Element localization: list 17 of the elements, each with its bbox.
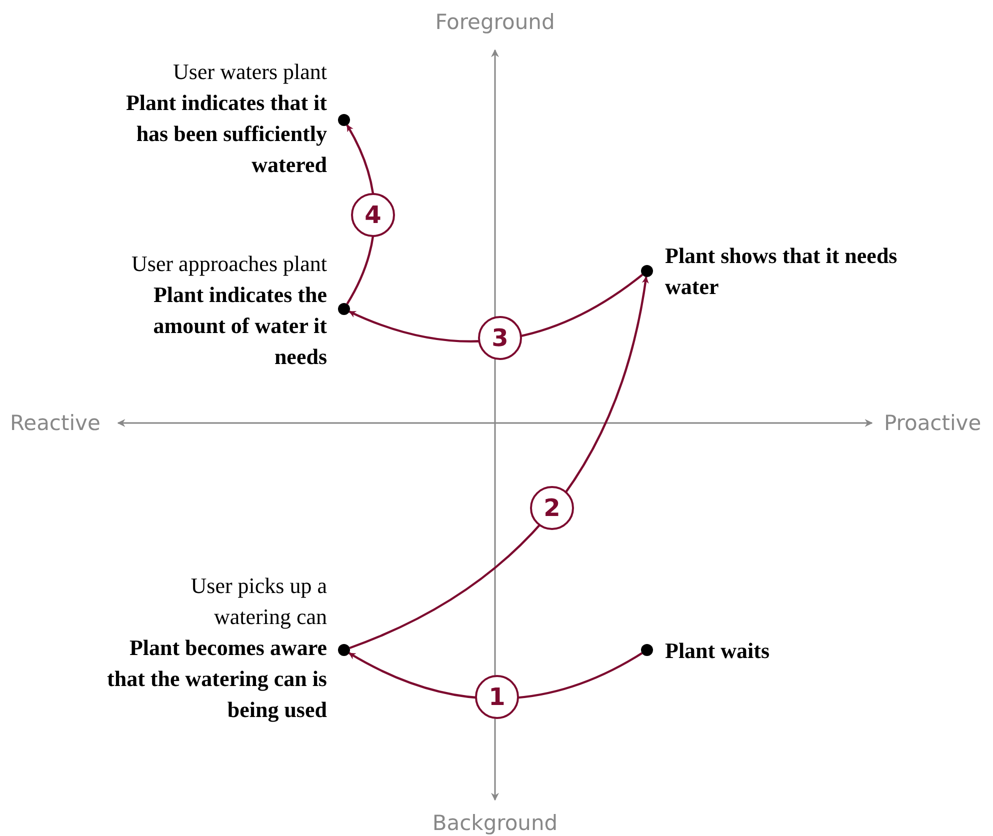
axis-label: Foreground bbox=[435, 9, 555, 36]
user-action: User waters plant bbox=[172, 58, 327, 86]
step-number: 3 bbox=[478, 316, 522, 360]
step-number: 2 bbox=[530, 486, 574, 530]
step-number: 4 bbox=[351, 193, 395, 237]
state-description: Plant indicates that it has been sufficiently watered bbox=[124, 89, 327, 179]
axis-label: Proactive bbox=[884, 410, 982, 437]
step-number: 1 bbox=[475, 675, 519, 719]
curved-arrow bbox=[349, 276, 649, 649]
state-description: Plant indicates the amount of water it needs bbox=[152, 281, 327, 371]
state-description: Plant waits bbox=[665, 637, 770, 665]
axis-label: Reactive bbox=[10, 410, 100, 437]
user-action: User picks up a watering can bbox=[190, 572, 327, 631]
state-description: Plant shows that it needs water bbox=[665, 242, 898, 301]
state-description: Plant becomes aware that the watering can is being used bbox=[106, 634, 327, 724]
axis-label: Background bbox=[432, 810, 558, 836]
user-action: User approaches plant bbox=[130, 250, 327, 278]
